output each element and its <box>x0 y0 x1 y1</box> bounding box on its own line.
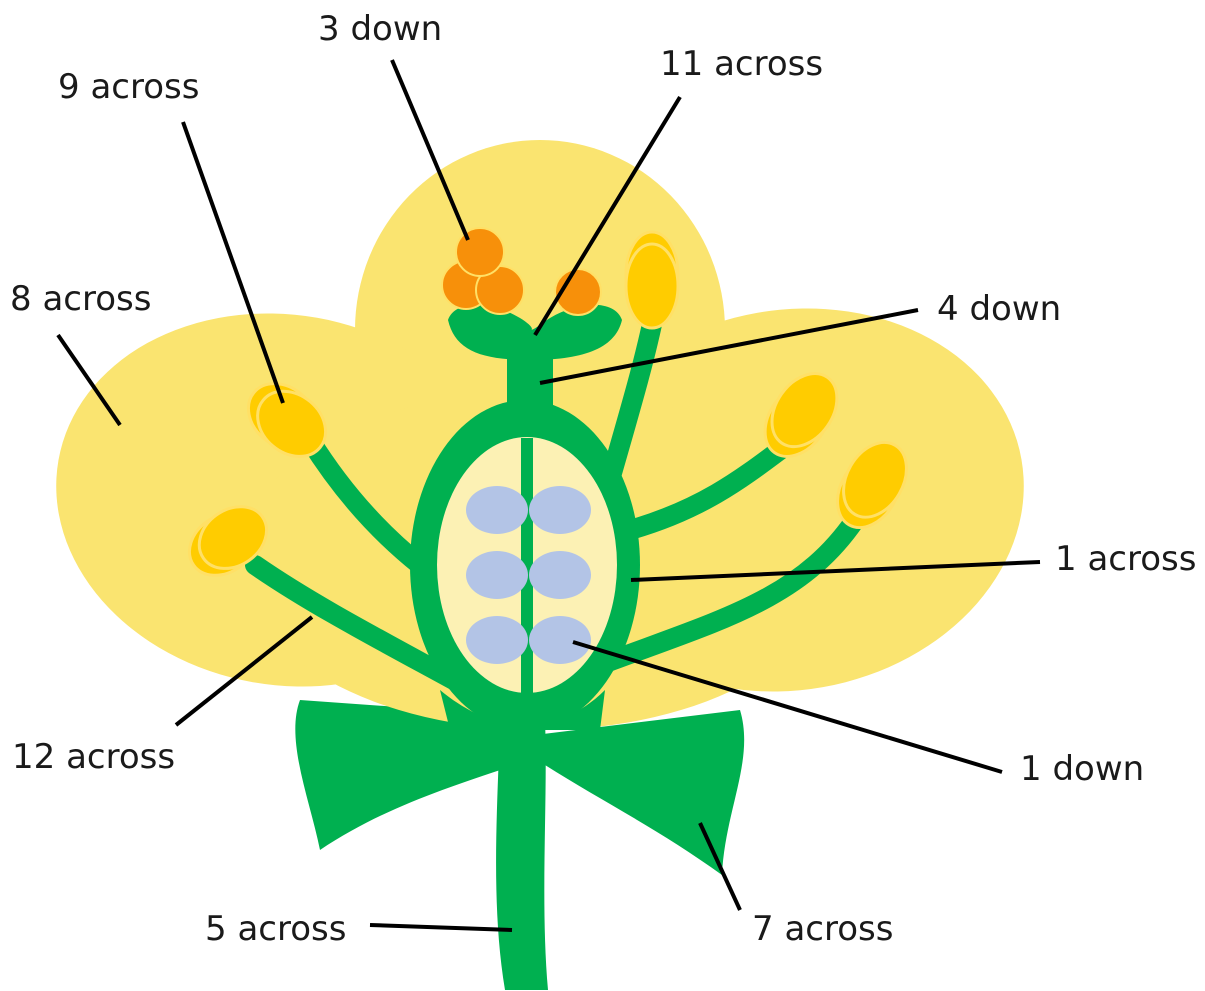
label-4-down: 4 down <box>937 289 1061 329</box>
anther-top-right <box>626 232 678 328</box>
ovule <box>466 551 528 599</box>
label-7-across: 7 across <box>752 909 893 949</box>
ovule <box>466 616 528 664</box>
ovule <box>466 486 528 534</box>
stem <box>496 720 548 990</box>
label-1-across: 1 across <box>1055 539 1196 579</box>
ovule <box>529 486 591 534</box>
label-1-down: 1 down <box>1020 749 1144 789</box>
label-5-across: 5 across <box>205 909 346 949</box>
leader-line-5-across <box>370 925 512 930</box>
label-8-across: 8 across <box>10 279 151 319</box>
label-3-down: 3 down <box>318 9 442 49</box>
label-11-across: 11 across <box>660 44 823 84</box>
ovule <box>529 551 591 599</box>
ovule <box>529 616 591 664</box>
pollen-grain <box>456 228 504 276</box>
label-9-across: 9 across <box>58 67 199 107</box>
label-12-across: 12 across <box>12 737 175 777</box>
